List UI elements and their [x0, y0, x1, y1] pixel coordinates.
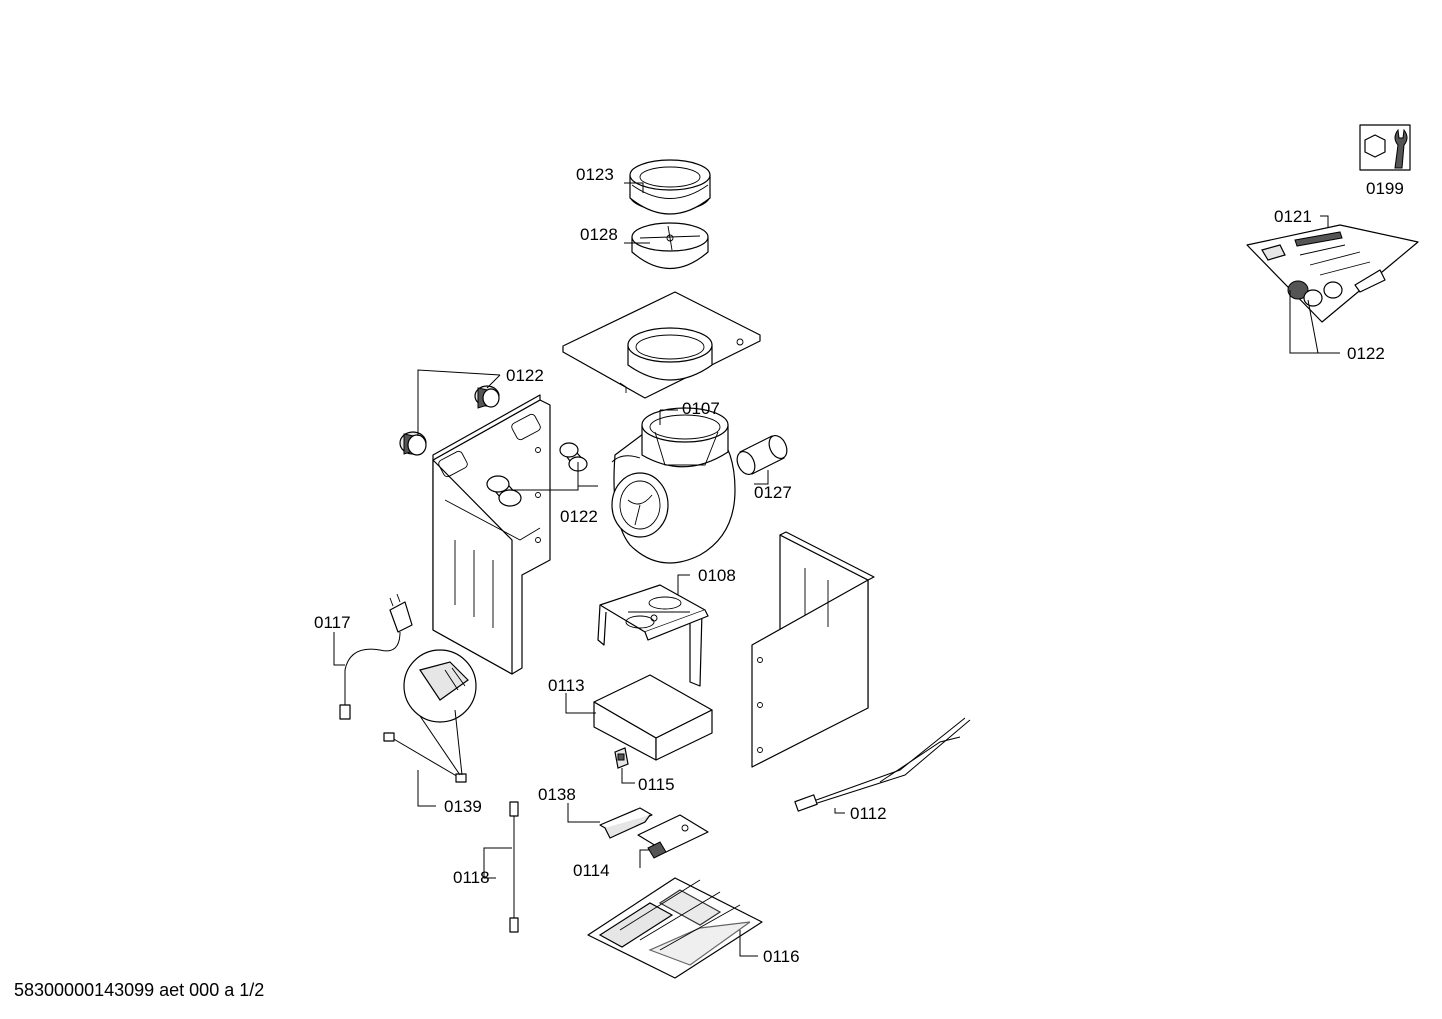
- leader-lines: [333, 182, 1340, 957]
- label-0114: 0114: [573, 861, 610, 880]
- label-0123: 0123: [576, 165, 614, 184]
- document-reference: 58300000143099 aet 000 a 1/2: [14, 980, 265, 1000]
- label-0108: 0108: [698, 566, 736, 585]
- part-0115-switch[interactable]: [614, 747, 629, 769]
- part-0117-power-cord[interactable]: [339, 593, 413, 720]
- label-0199: 0199: [1366, 179, 1404, 198]
- label-0118: 0118: [453, 868, 490, 887]
- part-0116-grease-filter[interactable]: [587, 877, 763, 979]
- label-0122-bag: 0122: [1347, 344, 1385, 363]
- part-0138-cover[interactable]: [599, 807, 653, 839]
- part-0122-knob-mid-a[interactable]: [559, 442, 588, 472]
- label-0117: 0117: [314, 613, 351, 632]
- top-plate[interactable]: [562, 291, 761, 399]
- part-0122-knob-mid-b[interactable]: [486, 475, 522, 507]
- label-0107: 0107: [682, 399, 720, 418]
- part-0113-control-box[interactable]: [593, 674, 713, 761]
- label-0115: 0115: [638, 775, 675, 794]
- label-0122-top: 0122: [506, 366, 544, 385]
- left-housing-panel[interactable]: [432, 394, 551, 675]
- label-0112: 0112: [850, 804, 887, 823]
- label-0122-mid: 0122: [560, 507, 598, 526]
- label-0138: 0138: [538, 785, 576, 804]
- part-0108-bracket[interactable]: [597, 584, 709, 687]
- wrench-nut-icon: [1359, 124, 1411, 171]
- part-0121-accessory-bag[interactable]: [1246, 224, 1419, 323]
- part-0118-sensor-wire[interactable]: [509, 801, 519, 933]
- right-housing-panel[interactable]: [751, 531, 875, 768]
- label-0128: 0128: [580, 225, 618, 244]
- part-0128-flap-ring[interactable]: [631, 222, 709, 270]
- part-0122-knob-top[interactable]: [474, 385, 500, 409]
- label-0121: 0121: [1274, 207, 1312, 226]
- part-0114-circuit-board[interactable]: [637, 814, 709, 859]
- part-0112-wiring-harness[interactable]: [794, 717, 971, 812]
- part-0123-duct-collar[interactable]: [629, 159, 711, 215]
- part-0127-filter-cylinder[interactable]: [734, 433, 791, 478]
- label-0116: 0116: [763, 947, 800, 966]
- label-0113: 0113: [548, 676, 585, 695]
- part-0107-fan-housing[interactable]: [611, 407, 736, 564]
- callout-labels: 0123 0128 0122 0107 0127 0122 0108 0117 …: [314, 165, 1404, 966]
- label-0127: 0127: [754, 483, 792, 502]
- part-0139-connector-cable[interactable]: [383, 649, 477, 783]
- label-0139: 0139: [444, 797, 482, 816]
- part-0122-knob-left[interactable]: [399, 431, 427, 456]
